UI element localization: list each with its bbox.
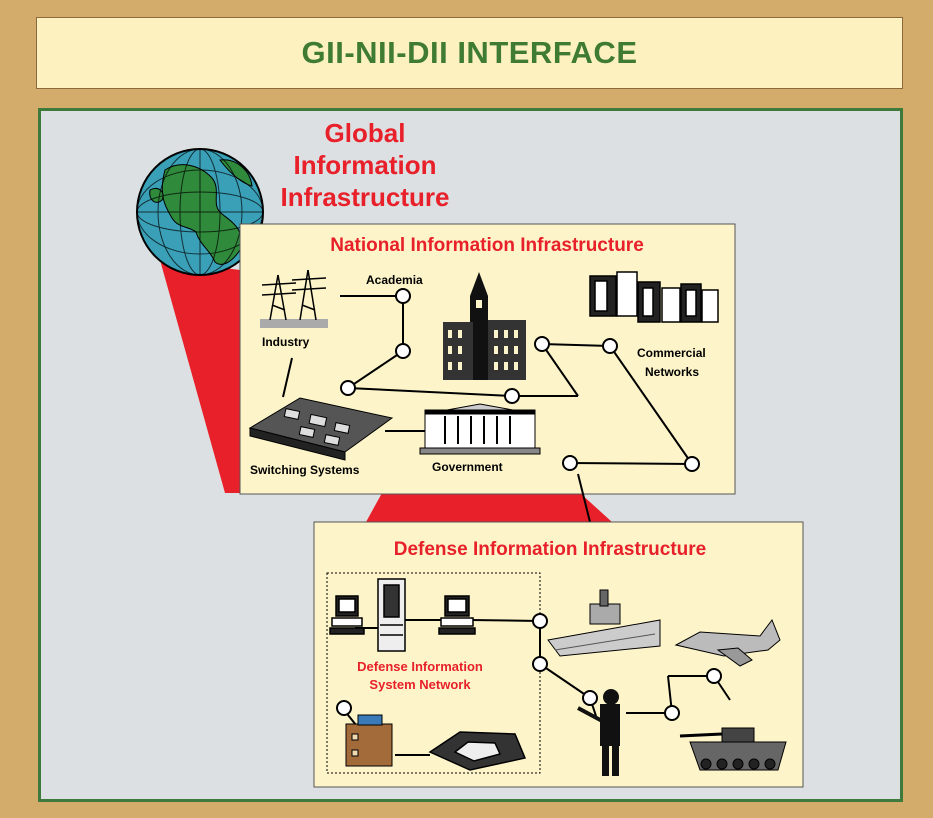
tower-server-icon [377,578,406,652]
nii-title: National Information Infrastructure [330,235,644,256]
gii-label-line1: Global [325,118,406,148]
soldier-icon [577,689,620,776]
workstation-icon [329,595,365,635]
office-building-icon [345,714,393,767]
nii-network-nodes [340,288,700,472]
disn-boundary [326,572,541,774]
pentagon-icon [428,731,527,771]
nii-to-dii-funnel [366,493,612,522]
dii-network-nodes [336,613,722,721]
gii-to-nii-funnel [160,260,240,493]
university-building-icon [443,272,526,380]
commercial-label-line1: Commercial [637,346,706,360]
dii-title: Defense Information Infrastructure [394,539,707,560]
gii-label-line2: Information [294,150,437,180]
government-label: Government [432,460,503,474]
switching-label: Switching Systems [250,463,360,477]
power-tower-icon [260,269,328,328]
nii-network-lines [282,295,693,523]
commercial-label-line2: Networks [645,365,699,379]
circuit-board-icon [248,397,394,461]
commercial-servers-icon [589,271,719,323]
warship-icon [547,589,661,657]
government-building-icon [419,403,541,455]
globe-icon [136,148,264,276]
title-bar: GII-NII-DII INTERFACE [36,17,903,89]
page-title: GII-NII-DII INTERFACE [301,35,638,70]
academia-label: Academia [366,273,423,287]
disn-label-line2: System Network [369,677,471,692]
tank-icon [679,727,787,771]
fighter-jet-icon [674,618,781,667]
industry-label: Industry [262,335,310,349]
gii-label-line3: Infrastructure [280,182,449,212]
disn-label-line1: Defense Information [357,659,483,674]
workstation-icon [438,595,476,635]
